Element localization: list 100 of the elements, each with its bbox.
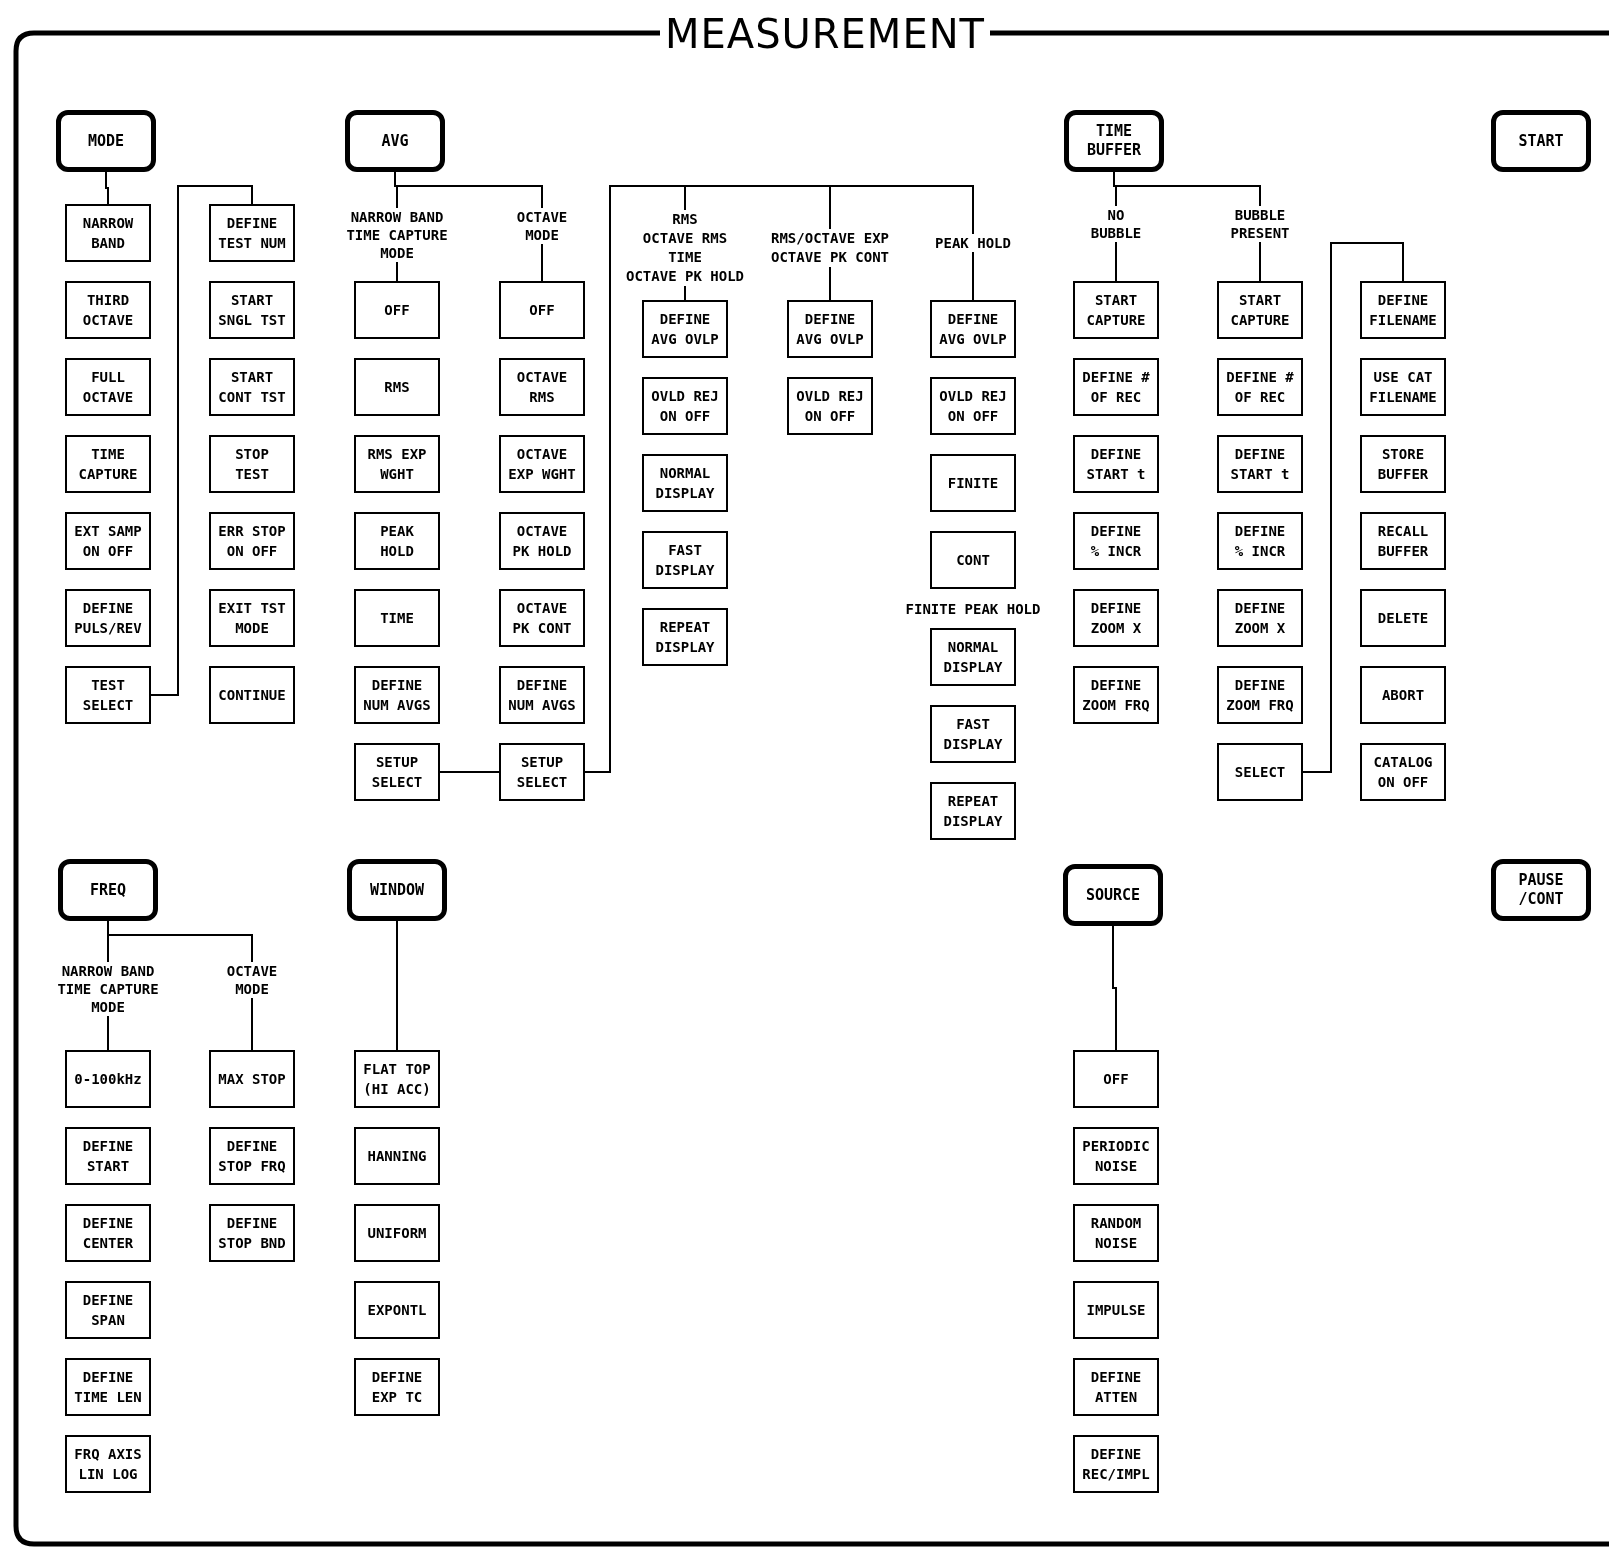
softkey-box: PEAK HOLD (354, 512, 440, 570)
softkey-box: ERR STOP ON OFF (209, 512, 295, 570)
softkey-box: DEFINE ATTEN (1073, 1358, 1159, 1416)
softkey-box: FAST DISPLAY (642, 531, 728, 589)
connector-line (1112, 925, 1117, 1051)
softkey-box: NARROW BAND (65, 204, 151, 262)
softkey-box: SELECT (1217, 743, 1303, 801)
softkey-box: DEFINE ZOOM X (1217, 589, 1303, 647)
softkey-box: TEST SELECT (65, 666, 151, 724)
softkey-box: TIME CAPTURE (65, 435, 151, 493)
softkey-box: DEFINE TEST NUM (209, 204, 295, 262)
softkey-box: START CAPTURE (1073, 281, 1159, 339)
softkey-box: MAX STOP (209, 1050, 295, 1108)
connector-line (396, 920, 398, 1051)
mode-heading: NARROW BAND TIME CAPTURE MODE (50, 962, 166, 1016)
softkey-box: RECALL BUFFER (1360, 512, 1446, 570)
softkey-box: ABORT (1360, 666, 1446, 724)
softkey-box: OFF (1073, 1050, 1159, 1108)
softkey-box: DEFINE EXP TC (354, 1358, 440, 1416)
softkey-box: UNIFORM (354, 1204, 440, 1262)
softkey-box: RMS EXP WGHT (354, 435, 440, 493)
hardkey-box: START (1491, 110, 1591, 172)
softkey-box: RMS (354, 358, 440, 416)
softkey-box: IMPULSE (1073, 1281, 1159, 1339)
softkey-box: START SNGL TST (209, 281, 295, 339)
hardkey-box: TIME BUFFER (1064, 110, 1164, 172)
softkey-box: NORMAL DISPLAY (642, 454, 728, 512)
mode-heading: RMS/OCTAVE EXP (771, 229, 889, 248)
softkey-box: FINITE (930, 454, 1016, 512)
hardkey-box: MODE (56, 110, 156, 172)
softkey-box: REPEAT DISPLAY (642, 608, 728, 666)
hardkey-box: PAUSE /CONT (1491, 859, 1591, 921)
softkey-box: EXIT TST MODE (209, 589, 295, 647)
softkey-box: OCTAVE RMS (499, 358, 585, 416)
softkey-box: CONTINUE (209, 666, 295, 724)
softkey-box: DEFINE PULS/REV (65, 589, 151, 647)
connector-line (150, 185, 253, 696)
softkey-box: DEFINE NUM AVGS (354, 666, 440, 724)
connector-line (1113, 171, 1261, 207)
softkey-box: DEFINE CENTER (65, 1204, 151, 1262)
connector-line (439, 771, 500, 773)
mode-heading: BUBBLE PRESENT (1224, 206, 1296, 242)
softkey-box: OVLD REJ ON OFF (787, 377, 873, 435)
softkey-box: DEFINE # OF REC (1073, 358, 1159, 416)
softkey-box: HANNING (354, 1127, 440, 1185)
mode-heading: OCTAVE MODE (216, 962, 288, 998)
mode-heading: NARROW BAND TIME CAPTURE MODE (339, 208, 455, 262)
softkey-box: REPEAT DISPLAY (930, 782, 1016, 840)
softkey-box: DEFINE NUM AVGS (499, 666, 585, 724)
mode-heading: RMS (672, 210, 698, 229)
softkey-box: DEFINE FILENAME (1360, 281, 1446, 339)
softkey-box: STORE BUFFER (1360, 435, 1446, 493)
softkey-box: TIME (354, 589, 440, 647)
hardkey-box: FREQ (58, 859, 158, 921)
hardkey-box: AVG (345, 110, 445, 172)
softkey-box: THIRD OCTAVE (65, 281, 151, 339)
softkey-box: DEFINE AVG OVLP (787, 300, 873, 358)
hardkey-box: WINDOW (347, 859, 447, 921)
connector-line (396, 261, 398, 282)
mode-heading: OCTAVE RMS (642, 229, 728, 248)
softkey-box: RANDOM NOISE (1073, 1204, 1159, 1262)
softkey-box: DEFINE AVG OVLP (930, 300, 1016, 358)
softkey-box: DEFINE AVG OVLP (642, 300, 728, 358)
hardkey-box: SOURCE (1063, 864, 1163, 926)
mode-heading: OCTAVE PK HOLD (626, 267, 744, 286)
softkey-box: DEFINE ZOOM FRQ (1217, 666, 1303, 724)
softkey-box: CONT (930, 531, 1016, 589)
connector-line (1115, 241, 1117, 282)
softkey-box: STOP TEST (209, 435, 295, 493)
connector-line (107, 1015, 109, 1051)
connector-line (394, 171, 543, 209)
softkey-box: START CAPTURE (1217, 281, 1303, 339)
mode-heading: NO BUBBLE (1080, 206, 1152, 242)
connector-line (105, 171, 109, 205)
softkey-box: DEFINE TIME LEN (65, 1358, 151, 1416)
softkey-box: DEFINE ZOOM FRQ (1073, 666, 1159, 724)
softkey-box: PERIODIC NOISE (1073, 1127, 1159, 1185)
softkey-box: OCTAVE PK CONT (499, 589, 585, 647)
mode-heading: PEAK HOLD (913, 234, 1033, 252)
softkey-box: USE CAT FILENAME (1360, 358, 1446, 416)
mode-heading: OCTAVE MODE (506, 208, 578, 244)
connector-line (1259, 241, 1261, 282)
group-heading: FINITE PEAK HOLD (904, 600, 1042, 618)
connector-line (684, 285, 686, 301)
connector-line (541, 243, 543, 282)
softkey-box: FRQ AXIS LIN LOG (65, 1435, 151, 1493)
softkey-box: SETUP SELECT (499, 743, 585, 801)
softkey-box: OFF (499, 281, 585, 339)
softkey-box: DEFINE % INCR (1073, 512, 1159, 570)
connector-line (972, 251, 974, 301)
connector-line (1302, 242, 1404, 773)
softkey-box: DEFINE START t (1073, 435, 1159, 493)
mode-heading: OCTAVE PK CONT (771, 248, 889, 267)
mode-heading: TIME (668, 248, 702, 267)
softkey-box: DELETE (1360, 589, 1446, 647)
softkey-box: DEFINE STOP BND (209, 1204, 295, 1262)
softkey-box: DEFINE SPAN (65, 1281, 151, 1339)
connector-line (251, 997, 253, 1051)
softkey-box: EXT SAMP ON OFF (65, 512, 151, 570)
softkey-box: CATALOG ON OFF (1360, 743, 1446, 801)
